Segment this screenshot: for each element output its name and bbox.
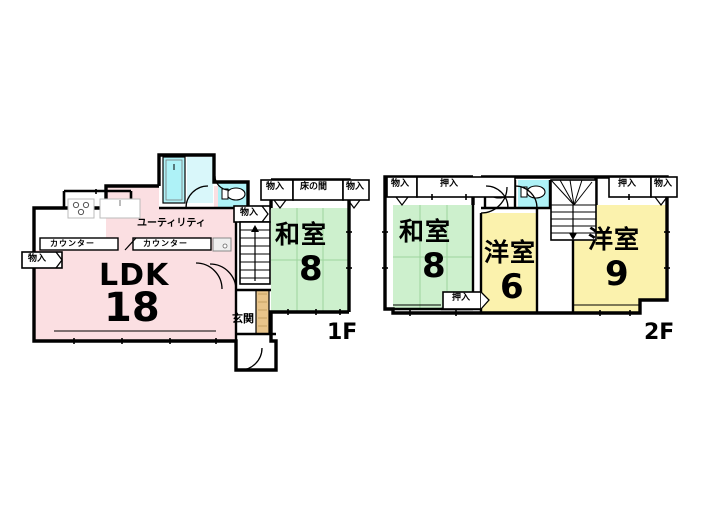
entrance-outer-swing (239, 347, 263, 371)
storage-box-washitsu-left (260, 179, 294, 201)
storage-swing-washitsu-right (347, 199, 361, 209)
entrance-door-panel (255, 289, 270, 335)
ldk-door-swing (209, 263, 237, 291)
bathtub-inner (165, 159, 183, 201)
storage-door-swing-ldk (55, 251, 63, 269)
yoshitsu6-door-swing (480, 186, 508, 214)
storage-swing-2f-left (395, 196, 409, 206)
appliance-knob-icon (222, 243, 228, 249)
washroom-door-swing-2f (485, 185, 509, 209)
closet-box-2f-bottom (442, 291, 482, 310)
window-ticks-washitsu-right-1f (346, 231, 352, 269)
tokonoma-box (292, 179, 344, 201)
bath-floor-fill (187, 157, 213, 203)
storage-box-washitsu-right (342, 179, 370, 201)
toilet-door-swing-1f (214, 175, 230, 191)
stove-burners-icon (72, 201, 90, 216)
hall-door-swing (195, 262, 223, 290)
floor-1f-group (21, 153, 370, 372)
appliance-icon (212, 237, 232, 252)
toilet-tank-2f (520, 186, 528, 198)
stairs-1f (239, 221, 271, 285)
storage-swing-washitsu-left (273, 199, 287, 209)
window-ticks-washitsu-1f (287, 309, 341, 315)
counter-bevel (124, 237, 137, 251)
entrance-door-lines (258, 293, 267, 327)
window-ticks-1f (73, 338, 217, 344)
storage-swing-2f-right (654, 196, 668, 206)
toilet-door-swing-2f (514, 185, 538, 209)
closet-swing-2f-bottom (480, 291, 490, 310)
walls-1f-inner (104, 180, 276, 341)
yoshitsu-6-fill (481, 213, 537, 313)
toilet-bowl-1f (226, 187, 246, 201)
tatami-grid-1f (271, 208, 349, 312)
counter-box-right (132, 237, 212, 251)
window-ticks-2f (382, 231, 670, 316)
storage-box-2f-left (386, 176, 418, 198)
stove-icon (67, 198, 95, 219)
storage-box-2f-right (650, 176, 678, 198)
closet-ticks-2f-top (431, 194, 467, 200)
stairs-2f (550, 179, 597, 241)
closet-box-2f-right (608, 176, 652, 198)
toilet-tank-1f (221, 188, 229, 200)
sink-icon (99, 198, 141, 219)
counter-box-left (39, 237, 119, 251)
bath-door-swing (185, 185, 209, 209)
storage-door-swing-hall (261, 205, 269, 223)
floor-2f-group (382, 175, 678, 316)
